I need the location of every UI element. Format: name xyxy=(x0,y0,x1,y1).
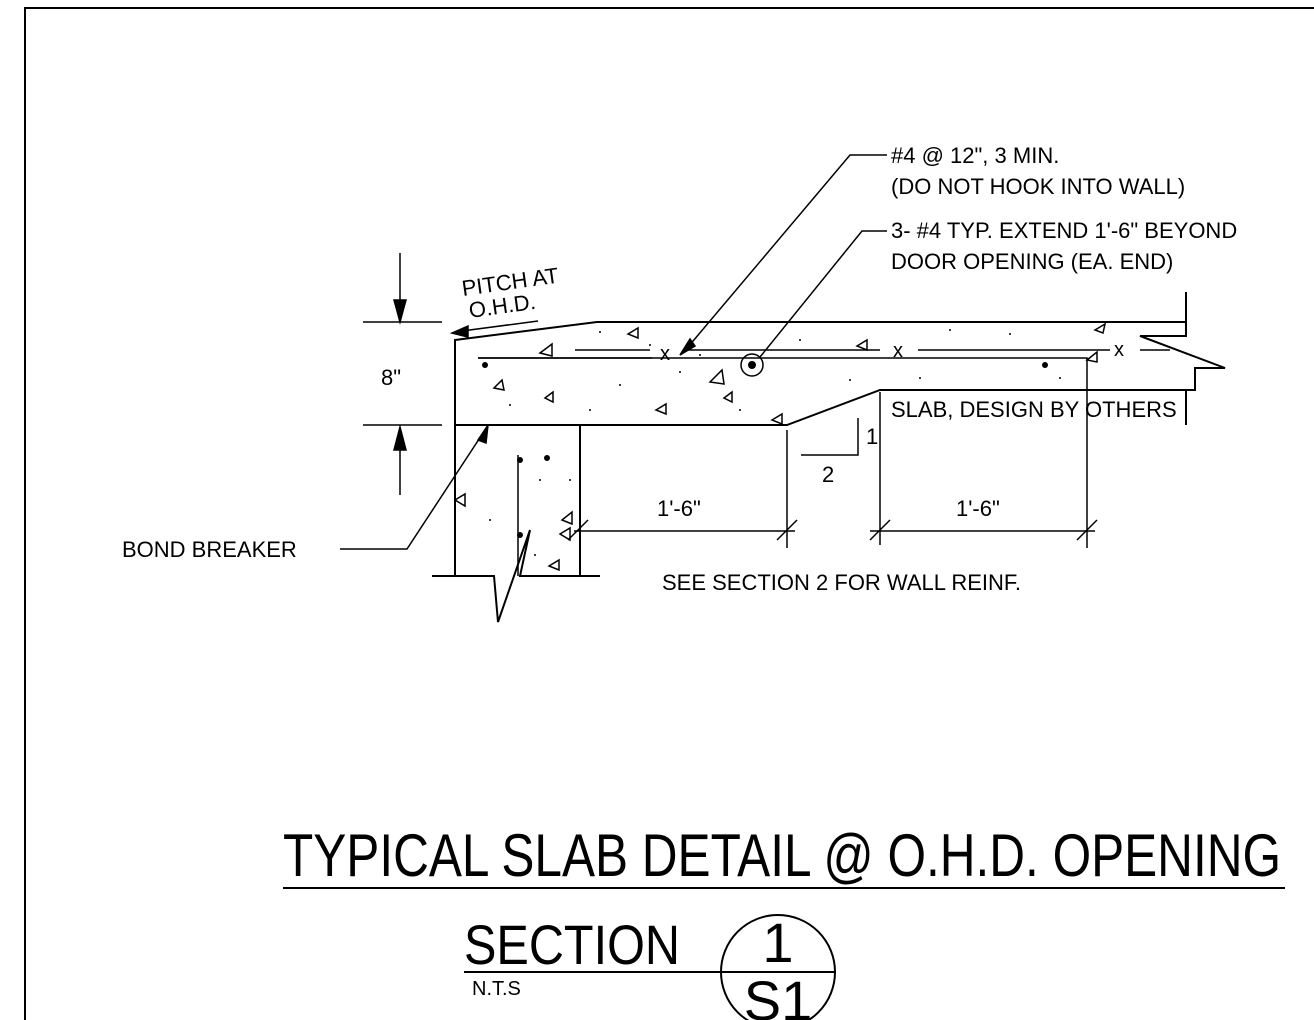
detail-number: 1 xyxy=(762,911,793,974)
rebar-spacing-note: #4 @ 12", 3 MIN. xyxy=(891,143,1059,168)
section-bubble xyxy=(720,914,836,1020)
longitudinal-bar-note: 3- #4 TYP. EXTEND 1'-6" BEYOND xyxy=(891,218,1237,243)
slope-indicator xyxy=(801,418,859,456)
dimension-left-label: 1'-6" xyxy=(657,496,701,521)
wall-reinf-note: SEE SECTION 2 FOR WALL REINF. xyxy=(662,570,1021,595)
dimension-right-label: 1'-6" xyxy=(956,496,1000,521)
slope-run-label: 2 xyxy=(822,462,834,487)
concrete-outline xyxy=(432,292,1226,623)
thickness-label: 8" xyxy=(381,365,401,390)
slope-rise-label: 1 xyxy=(866,424,878,449)
sheet-number: S1 xyxy=(744,969,813,1020)
drawing-title: TYPICAL SLAB DETAIL @ O.H.D. OPENING xyxy=(283,822,1281,889)
bond-breaker-note: BOND BREAKER xyxy=(122,537,297,562)
section-label: SECTION xyxy=(464,913,680,976)
scale-label: N.T.S xyxy=(472,978,521,1000)
slab-by-others-note: SLAB, DESIGN BY OTHERS xyxy=(891,397,1177,422)
svg-text:x: x xyxy=(660,343,670,365)
svg-text:x: x xyxy=(893,340,903,362)
svg-text:x: x xyxy=(1114,339,1124,361)
sheet-border xyxy=(24,7,1314,1020)
leader-lines xyxy=(340,154,887,550)
thickness-dimension xyxy=(363,253,442,495)
rebar-lines: x x x xyxy=(478,339,1170,576)
horizontal-dimensions xyxy=(567,392,1098,548)
concrete-hatch xyxy=(453,322,1107,572)
longitudinal-bar-symbol xyxy=(740,353,764,377)
longitudinal-bar-note-2: DOOR OPENING (EA. END) xyxy=(891,249,1173,274)
rebar-hook-note: (DO NOT HOOK INTO WALL) xyxy=(891,174,1185,199)
